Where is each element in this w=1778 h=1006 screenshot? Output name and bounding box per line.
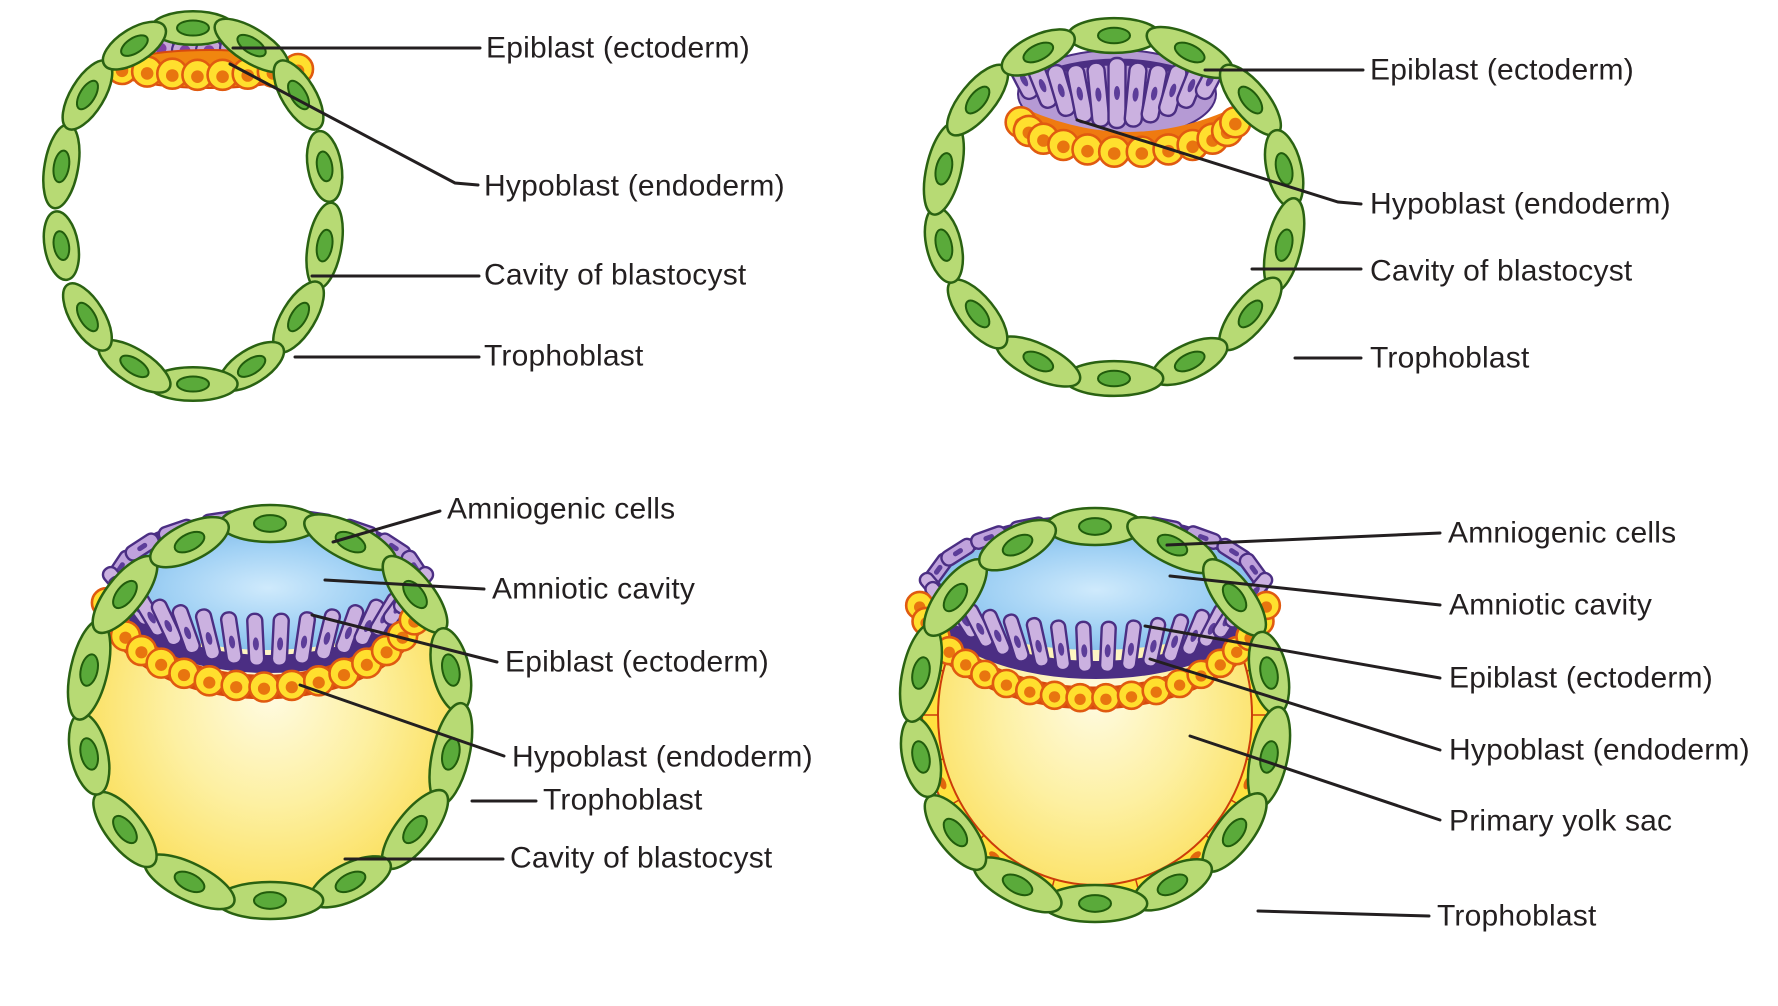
label-trophoblast-stage1: Trophoblast [484, 339, 644, 373]
label-amniotic-stage4: Amniotic cavity [1449, 588, 1653, 622]
label-hypoblast-stage1: Hypoblast (endoderm) [484, 169, 785, 203]
panel-early-blastocyst [42, 9, 345, 403]
label-trophoblast-stage3: Trophoblast [543, 783, 703, 817]
label-hypoblast-stage3: Hypoblast (endoderm) [512, 740, 813, 774]
label-cavity-stage3: Cavity of blastocyst [510, 841, 773, 875]
label-cavity-stage1: Cavity of blastocyst [484, 258, 747, 292]
label-hypoblast-stage2: Hypoblast (endoderm) [1370, 187, 1671, 221]
label-primary-yolk-sac-stage4: Primary yolk sac [1449, 804, 1673, 838]
label-epiblast-stage1: Epiblast (ectoderm) [486, 31, 750, 65]
label-epiblast-stage2: Epiblast (ectoderm) [1370, 53, 1634, 87]
panel-blastocyst-columnar-epiblast [922, 16, 1306, 398]
label-epiblast-stage3: Epiblast (ectoderm) [505, 645, 769, 679]
label-amniotic-stage3: Amniotic cavity [492, 572, 696, 606]
label-trophoblast-stage2: Trophoblast [1370, 341, 1530, 375]
label-epiblast-stage4: Epiblast (ectoderm) [1449, 661, 1713, 695]
panel-blastocyst-primary-yolk-sac [898, 506, 1292, 924]
label-hypoblast-stage4: Hypoblast (endoderm) [1449, 733, 1750, 767]
label-amniogenic-stage3: Amniogenic cells [447, 492, 676, 526]
label-amniogenic-stage4: Amniogenic cells [1448, 516, 1677, 550]
label-trophoblast-stage4: Trophoblast [1437, 899, 1597, 933]
panel-blastocyst-amniotic-cavity [66, 503, 474, 921]
leader-lines [228, 46, 1442, 918]
label-cavity-stage2: Cavity of blastocyst [1370, 254, 1633, 288]
